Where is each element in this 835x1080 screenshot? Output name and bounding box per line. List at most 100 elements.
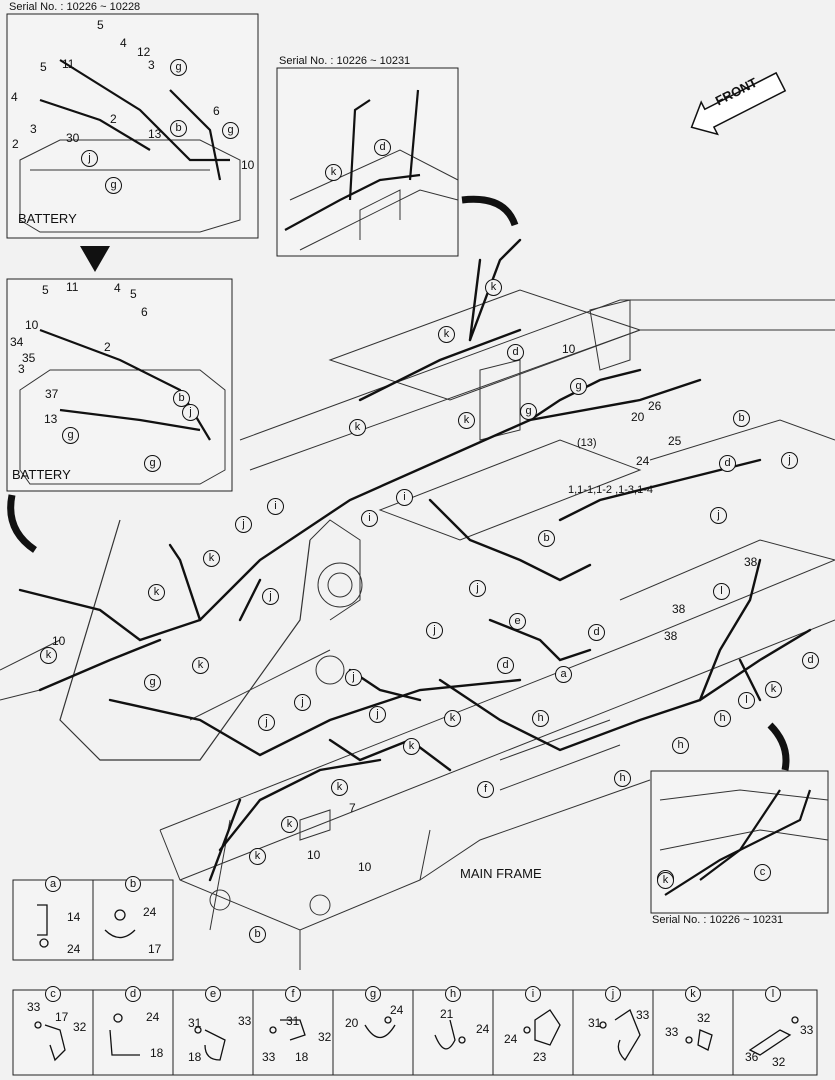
callout-h: h bbox=[714, 710, 731, 727]
callout-k: k bbox=[444, 710, 461, 727]
detail-part-number: 17 bbox=[55, 1010, 69, 1024]
part-number-label: 34 bbox=[10, 335, 24, 349]
part-number-label: 11 bbox=[66, 280, 79, 294]
detail-box-letter-b: b bbox=[125, 876, 141, 892]
part-number-label: 10 bbox=[241, 158, 255, 172]
detail-part-number: 24 bbox=[143, 905, 157, 919]
callout-h: h bbox=[672, 737, 689, 754]
callout-g: g bbox=[520, 403, 537, 420]
callout-j: j bbox=[369, 706, 386, 723]
detail-part-number: 24 bbox=[504, 1032, 518, 1046]
detail-part-number: 31 bbox=[188, 1016, 202, 1030]
callout-i: i bbox=[396, 489, 413, 506]
bracket-ref-label: (13) bbox=[577, 437, 597, 449]
detail-part-sketches bbox=[34, 904, 799, 1062]
detail-part-number: 33 bbox=[800, 1023, 814, 1037]
detail-part-number: 36 bbox=[745, 1050, 759, 1064]
detail-box-letter-f: f bbox=[285, 986, 301, 1002]
callout-j: j bbox=[710, 507, 727, 524]
detail-part-number: 32 bbox=[772, 1055, 786, 1069]
top-right-inset bbox=[276, 67, 459, 257]
callout-b: b bbox=[170, 120, 187, 137]
detail-part-number: 24 bbox=[476, 1022, 490, 1036]
callout-e: e bbox=[509, 613, 526, 630]
callout-d: d bbox=[588, 624, 605, 641]
callout-k: k bbox=[765, 681, 782, 698]
part-number-label: 10 bbox=[307, 848, 321, 862]
part-number-label: 10 bbox=[52, 634, 66, 648]
callout-g: g bbox=[105, 177, 122, 194]
detail-part-number: 33 bbox=[27, 1000, 41, 1014]
main-frame-drawing bbox=[0, 289, 835, 970]
battery-mid-inset bbox=[6, 278, 233, 492]
detail-part-number: 20 bbox=[345, 1016, 359, 1030]
detail-part-number: 33 bbox=[665, 1025, 679, 1039]
detail-box-letter-h: h bbox=[445, 986, 461, 1002]
part-number-label: 20 bbox=[631, 410, 645, 424]
detail-box-letter-e: e bbox=[205, 986, 221, 1002]
part-number-label: 10 bbox=[25, 318, 39, 332]
callout-b: b bbox=[173, 390, 190, 407]
callout-d: d bbox=[374, 139, 391, 156]
part-number-label: 35 bbox=[22, 351, 36, 365]
part-number-label: 38 bbox=[744, 555, 758, 569]
detail-part-number: 24 bbox=[390, 1003, 404, 1017]
part-number-label: 4 bbox=[11, 90, 18, 104]
battery-top-label: BATTERY bbox=[18, 211, 77, 226]
detail-box-letter-c: c bbox=[45, 986, 61, 1002]
callout-a: a bbox=[555, 666, 572, 683]
detail-box-frames bbox=[12, 879, 818, 1076]
part-number-label: 13 bbox=[44, 412, 58, 426]
callout-j: j bbox=[469, 580, 486, 597]
callout-g: g bbox=[144, 674, 161, 691]
callout-d: d bbox=[497, 657, 514, 674]
inset-link-arrow bbox=[80, 246, 110, 272]
callout-d: d bbox=[802, 652, 819, 669]
part-number-label: 38 bbox=[664, 629, 678, 643]
detail-part-number: 21 bbox=[440, 1007, 454, 1021]
callout-j: j bbox=[426, 622, 443, 639]
callout-k: k bbox=[148, 584, 165, 601]
detail-part-number: 18 bbox=[295, 1050, 309, 1064]
part-number-label: 5 bbox=[97, 18, 104, 32]
callout-b: b bbox=[733, 410, 750, 427]
callout-k: k bbox=[249, 848, 266, 865]
detail-part-number: 33 bbox=[238, 1014, 252, 1028]
part-number-label: 3 bbox=[148, 58, 155, 72]
battery-top-serial: Serial No. : 10226 ~ 10228 bbox=[9, 1, 141, 13]
detail-part-number: 14 bbox=[67, 910, 81, 924]
callout-k: k bbox=[349, 419, 366, 436]
main-frame-label: MAIN FRAME bbox=[460, 866, 542, 881]
part-number-label: 6 bbox=[213, 104, 220, 118]
part-number-label: 5 bbox=[130, 287, 137, 301]
bottom-right-serial: Serial No. : 10226 ~ 10231 bbox=[652, 914, 784, 926]
part-number-label: 2 bbox=[12, 137, 19, 151]
detail-part-number: 31 bbox=[588, 1016, 602, 1030]
harness-wires bbox=[18, 238, 812, 882]
harness-part-label: 1,1-1,1-2 ,1-3,1-4 bbox=[568, 484, 653, 496]
callout-j: j bbox=[182, 404, 199, 421]
detail-part-number: 32 bbox=[73, 1020, 87, 1034]
detail-part-number: 24 bbox=[67, 942, 81, 956]
detail-part-number: 33 bbox=[262, 1050, 276, 1064]
callout-l: l bbox=[738, 692, 755, 709]
detail-part-number: 18 bbox=[150, 1046, 164, 1060]
callout-d: d bbox=[507, 344, 524, 361]
detail-box-letter-k: k bbox=[685, 986, 701, 1002]
part-number-label: 13 bbox=[148, 127, 162, 141]
callout-g: g bbox=[144, 455, 161, 472]
detail-part-number: 32 bbox=[697, 1011, 711, 1025]
part-number-label: 26 bbox=[648, 399, 662, 413]
part-number-label: 7 bbox=[349, 801, 356, 815]
callout-l: l bbox=[713, 583, 730, 600]
detail-box-letter-i: i bbox=[525, 986, 541, 1002]
callout-k: k bbox=[192, 657, 209, 674]
callout-j: j bbox=[294, 694, 311, 711]
callout-k: k bbox=[485, 279, 502, 296]
callout-h: h bbox=[532, 710, 549, 727]
callout-k: k bbox=[325, 164, 342, 181]
callout-d: d bbox=[719, 455, 736, 472]
part-number-label: 24 bbox=[636, 454, 650, 468]
part-number-label: 6 bbox=[141, 305, 148, 319]
part-number-label: 11 bbox=[62, 57, 75, 71]
